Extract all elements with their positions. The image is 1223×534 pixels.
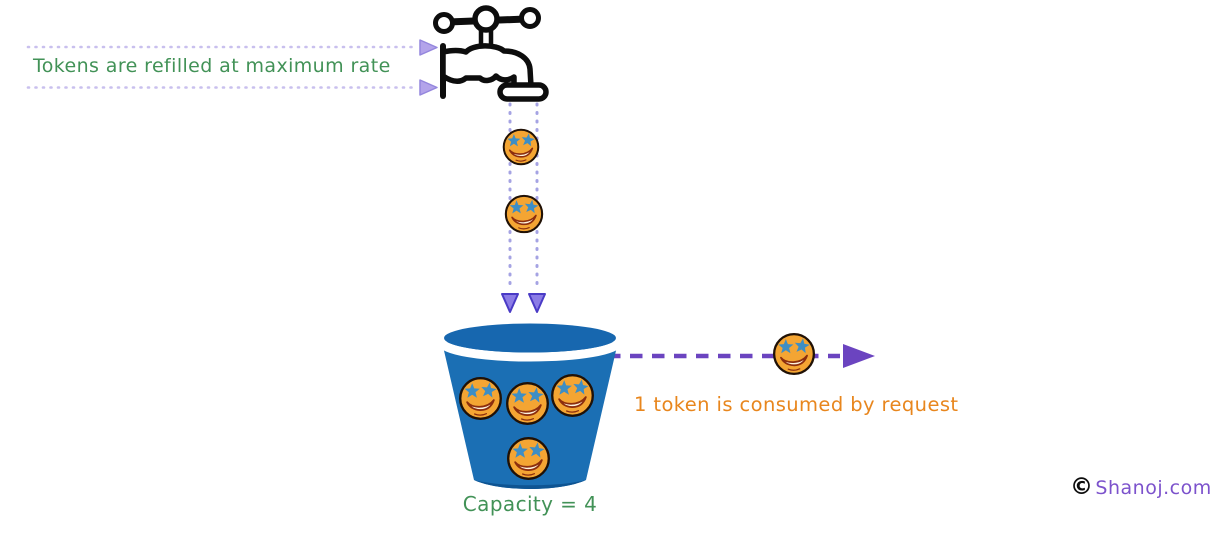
capacity-label: Capacity = 4 <box>462 492 598 516</box>
bucket-bottom-shade <box>474 480 586 489</box>
drop-arrowhead-left-icon <box>501 293 519 313</box>
bucket-opening <box>444 323 616 353</box>
copyright-symbol-icon: © <box>1070 474 1094 500</box>
bucket-token-icon <box>505 435 552 482</box>
bucket-token-icon <box>549 372 596 419</box>
falling-token-icon <box>501 127 541 167</box>
refill-label: Tokens are refilled at maximum rate <box>33 55 391 77</box>
consume-arrowhead-icon <box>843 344 875 368</box>
faucet-icon <box>433 5 549 102</box>
bucket-white-band <box>437 340 623 362</box>
drop-arrowhead-right-icon <box>528 293 546 313</box>
copyright-site-text: Shanoj.com <box>1095 476 1212 499</box>
refill-arrowhead-bottom-icon <box>419 79 438 96</box>
falling-token-icon <box>503 193 545 235</box>
bucket-token-icon <box>504 380 551 427</box>
copyright: © Shanoj.com <box>1070 476 1212 499</box>
consumed-token-icon <box>771 331 817 377</box>
bucket-token-icon <box>457 375 504 422</box>
consume-label: 1 token is consumed by request <box>634 393 959 416</box>
refill-arrowhead-top-icon <box>419 39 438 56</box>
